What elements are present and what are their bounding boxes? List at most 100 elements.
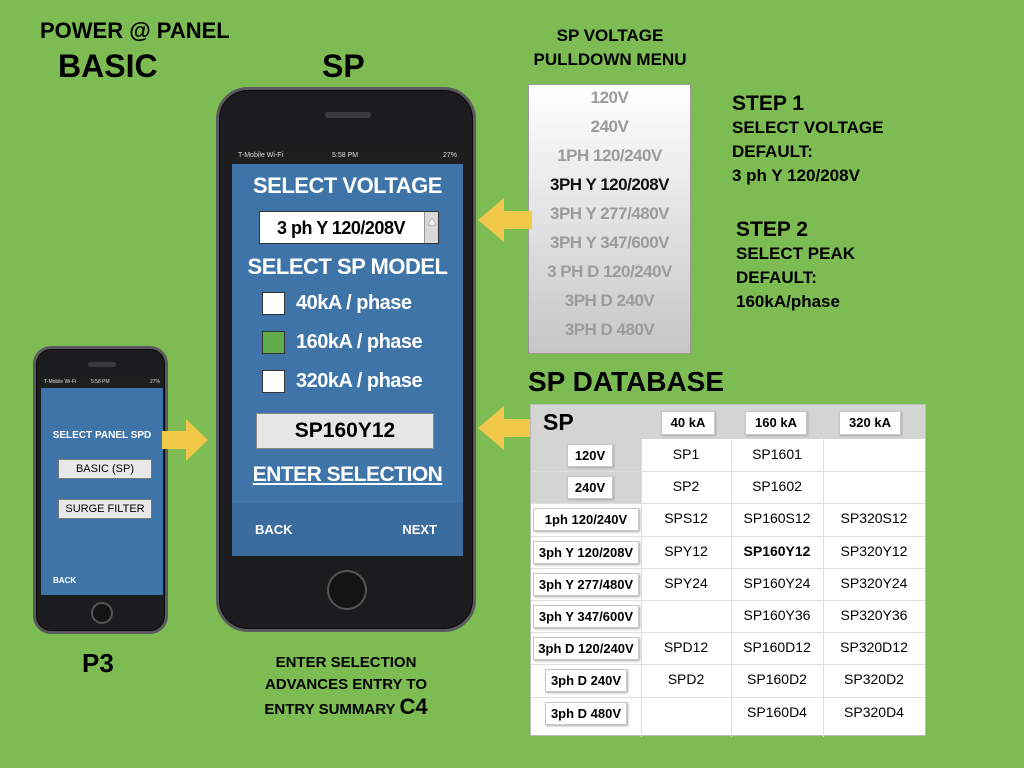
- arrow-to-sp-icon: [162, 419, 208, 461]
- db-row-label: 120V: [567, 444, 613, 467]
- pulldown-item[interactable]: 3PH Y 277/480V: [549, 204, 670, 223]
- caption-line2: ADVANCES ENTRY TO: [265, 676, 427, 693]
- big-back-button[interactable]: BACK: [255, 522, 293, 537]
- db-row-label: 1ph 120/240V: [533, 508, 639, 532]
- db-row-label: 3ph Y 347/600V: [533, 605, 639, 628]
- big-phone-speaker: [325, 112, 371, 118]
- enter-selection-link[interactable]: ENTER SELECTION: [252, 463, 443, 486]
- db-col-320ka: 320 kA: [839, 411, 901, 435]
- model-result-field: SP160Y12: [256, 413, 434, 449]
- basic-sp-button[interactable]: BASIC (SP): [58, 459, 152, 479]
- step2-block: STEP 2 SELECT PEAK DEFAULT: 160kA/phase: [736, 218, 855, 314]
- db-col-divider: [641, 439, 642, 737]
- big-next-button[interactable]: NEXT: [402, 522, 437, 537]
- db-row-divider: [531, 632, 925, 634]
- db-cell: SPY24: [664, 574, 708, 591]
- db-cell: SP320D4: [844, 703, 904, 720]
- small-phone-screen: T-Mobile Wi-Fi 5:58 PM 27% SELECT PANEL …: [41, 377, 163, 595]
- db-cell: SP320Y12: [840, 542, 908, 559]
- caption-c4: C4: [399, 694, 428, 719]
- small-phone-statusbar: T-Mobile Wi-Fi 5:58 PM 27%: [41, 377, 163, 388]
- small-time: 5:58 PM: [91, 379, 110, 385]
- db-row-divider: [531, 567, 925, 569]
- caption-line1: ENTER SELECTION: [275, 654, 417, 671]
- option-320ka-label: 320kA / phase: [296, 370, 423, 392]
- pulldown-title-line2: PULLDOWN MENU: [533, 50, 687, 69]
- pulldown-title: SP VOLTAGE PULLDOWN MENU: [510, 24, 710, 72]
- pulldown-item[interactable]: 240V: [590, 117, 629, 136]
- db-cell: SP320D12: [840, 639, 908, 656]
- db-cell: SP160D12: [743, 639, 811, 656]
- surge-filter-button[interactable]: SURGE FILTER: [58, 499, 152, 519]
- small-home-button[interactable]: [91, 602, 113, 624]
- caption-line3-text: ENTRY SUMMARY: [264, 701, 396, 718]
- pulldown-title-line1: SP VOLTAGE: [556, 26, 664, 45]
- db-cell: SPS12: [664, 510, 708, 527]
- small-screen-title: SELECT PANEL SPD: [52, 430, 152, 441]
- db-cell: SP320Y36: [840, 607, 908, 623]
- db-cell: SP160Y24: [743, 574, 811, 591]
- db-row-label: 3ph Y 120/208V: [533, 540, 639, 564]
- select-model-label: SELECT SP MODEL: [247, 254, 448, 279]
- big-phone-screen: T-Mobile Wi-Fi 5:58 PM 27% SELECT VOLTAG…: [232, 148, 463, 556]
- pulldown-item[interactable]: 3 PH D 120/240V: [547, 262, 672, 281]
- step2-line3: 160kA/phase: [736, 292, 840, 311]
- checkbox-320ka[interactable]: [262, 370, 285, 393]
- dropdown-stepper-icon[interactable]: [424, 212, 438, 243]
- checkbox-40ka[interactable]: [262, 292, 285, 315]
- option-40ka-label: 40kA / phase: [296, 292, 412, 314]
- db-row-divider: [531, 696, 925, 698]
- pulldown-item[interactable]: 1PH 120/240V: [557, 146, 662, 165]
- p3-label: P3: [82, 648, 114, 678]
- db-col-divider: [731, 439, 732, 737]
- db-row-label: 240V: [567, 476, 613, 500]
- big-phone: T-Mobile Wi-Fi 5:58 PM 27% SELECT VOLTAG…: [216, 87, 476, 632]
- nav-bar: BACK NEXT: [232, 503, 463, 556]
- big-battery: 27%: [442, 152, 457, 159]
- db-cell: SPY12: [664, 542, 708, 559]
- db-cell: SP320D2: [844, 671, 904, 688]
- db-cell: SP160D4: [747, 703, 807, 720]
- db-row-label: 3ph D 240V: [545, 669, 627, 693]
- voltage-dropdown-value: 3 ph Y 120/208V: [277, 218, 405, 238]
- db-col-40ka: 40 kA: [661, 411, 715, 435]
- model-result-value: SP160Y12: [294, 419, 396, 442]
- voltage-dropdown[interactable]: 3 ph Y 120/208V: [259, 211, 439, 244]
- db-cell: SP1601: [752, 446, 802, 462]
- db-row-divider: [531, 600, 925, 601]
- pulldown-item[interactable]: 120V: [590, 88, 629, 107]
- db-cell: SPD2: [667, 671, 705, 688]
- step1-heading: STEP 1: [732, 92, 804, 115]
- db-row-divider: [531, 471, 925, 473]
- db-row-label: 3ph Y 277/480V: [533, 572, 639, 596]
- pulldown-item[interactable]: 3PH D 240V: [564, 291, 655, 310]
- db-cell: SP320S12: [840, 510, 908, 527]
- arrow-to-model-icon: [478, 406, 532, 450]
- basic-title: BASIC: [58, 48, 158, 84]
- pulldown-item-selected[interactable]: 3PH Y 120/208V: [549, 175, 670, 194]
- checkbox-160ka[interactable]: [262, 331, 285, 354]
- db-row-label: 3ph D 120/240V: [533, 637, 639, 661]
- big-home-button[interactable]: [327, 570, 367, 610]
- voltage-pulldown-menu[interactable]: 120V 240V 1PH 120/240V 3PH Y 120/208V 3P…: [528, 84, 691, 354]
- step2-heading: STEP 2: [736, 218, 808, 241]
- chevron-up-icon: [427, 217, 437, 226]
- power-panel-title: POWER @ PANEL: [40, 18, 230, 43]
- caption-line3: ENTRY SUMMARY C4: [236, 696, 456, 721]
- step2-line2: DEFAULT:: [736, 268, 817, 287]
- db-row-divider: [531, 503, 925, 505]
- db-col-divider: [823, 439, 824, 737]
- small-back-button[interactable]: BACK: [53, 576, 77, 585]
- db-cell: SP160D2: [747, 671, 807, 688]
- db-cell: SP160Y36: [743, 607, 811, 623]
- db-corner-label: SP: [543, 409, 574, 435]
- pulldown-item[interactable]: 3PH D 480V: [564, 320, 655, 339]
- step1-line3: 3 ph Y 120/208V: [732, 166, 860, 185]
- arrow-to-dropdown-icon: [478, 198, 532, 242]
- small-battery: 27%: [149, 379, 160, 385]
- step1-line1: SELECT VOLTAGE: [732, 118, 884, 137]
- caption-block: ENTER SELECTION ADVANCES ENTRY TO ENTRY …: [236, 652, 456, 721]
- db-row-divider: [531, 535, 925, 537]
- pulldown-item[interactable]: 3PH Y 347/600V: [549, 233, 670, 252]
